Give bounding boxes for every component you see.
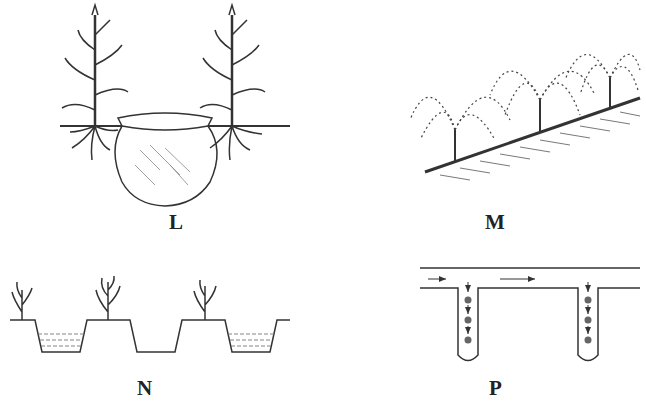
- sprinkler-irrigation: [410, 54, 640, 180]
- furrow-irrigation: [10, 276, 290, 352]
- figure-label: N: [137, 376, 152, 401]
- figure-label: M: [485, 210, 505, 235]
- pot-irrigation: [60, 5, 290, 206]
- figure-label: P: [489, 376, 502, 401]
- figure-label: L: [169, 210, 183, 235]
- channel-irrigation: [420, 268, 640, 361]
